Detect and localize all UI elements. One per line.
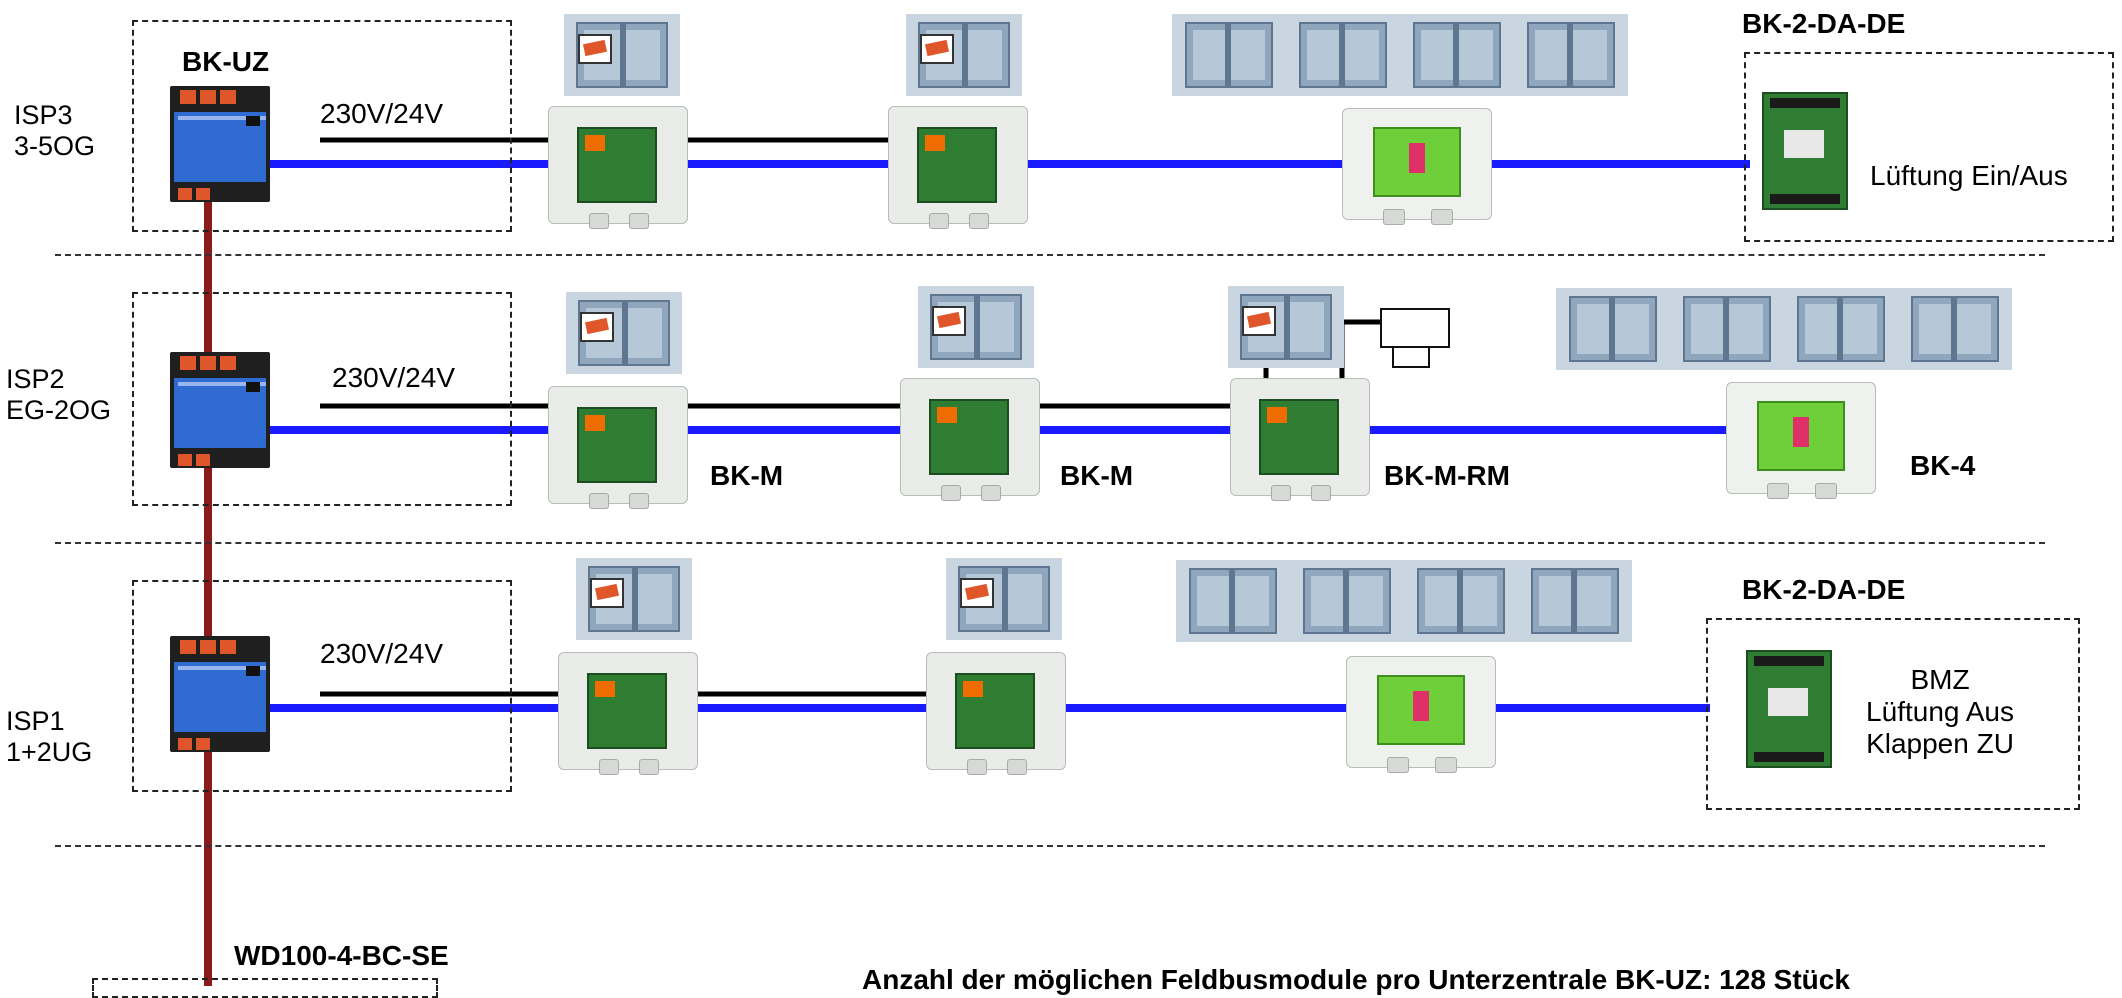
fire-damper-actuator xyxy=(564,14,680,96)
module-label-bk-m: BK-M xyxy=(1060,460,1134,491)
controller-bk-uz-isp2 xyxy=(170,352,270,468)
controller-box-isp2 xyxy=(132,292,512,506)
module-board-bk-2-da-de xyxy=(1762,92,1848,210)
fire-damper-actuator xyxy=(566,292,682,374)
fire-damper-actuator xyxy=(1228,286,1344,368)
floor-separator xyxy=(55,254,2045,256)
controller-label: BK-UZ xyxy=(182,46,270,77)
junction-box-bk-m xyxy=(900,378,1040,501)
central-unit-label: WD100-4-BC-SE xyxy=(234,940,449,971)
central-unit-box xyxy=(92,978,438,998)
voltage-label-isp2: 230V/24V xyxy=(332,362,455,393)
fire-damper-actuator xyxy=(946,558,1062,640)
fire-damper-actuator xyxy=(906,14,1022,96)
smoke-detector-icon xyxy=(1380,308,1450,348)
floor-name: ISP2 xyxy=(6,364,65,394)
fire-damper-actuator xyxy=(918,286,1034,368)
bmz-label: BMZ Lüftung Aus Klappen ZU xyxy=(1850,664,2030,761)
bmz-line: Klappen ZU xyxy=(1866,728,2014,760)
junction-box-bk-m xyxy=(558,652,698,775)
fire-damper-group xyxy=(1176,560,1632,642)
controller-bk-uz-isp1 xyxy=(170,636,270,752)
module-label-bk-2-da-de-bottom: BK-2-DA-DE xyxy=(1742,574,1906,605)
controller-box-isp3 xyxy=(132,20,512,232)
module-box-bottom xyxy=(1706,618,2080,810)
floor-separator xyxy=(55,542,2045,544)
junction-box-bk-m xyxy=(926,652,1066,775)
bmz-line: Lüftung Aus xyxy=(1866,696,2014,728)
junction-box-bk-m xyxy=(888,106,1028,229)
controller-bk-uz-isp3 xyxy=(170,86,270,202)
voltage-label-isp1: 230V/24V xyxy=(320,638,443,669)
floor-name: ISP1 xyxy=(6,706,65,736)
floor-label-isp3: ISP3 3-5OG xyxy=(14,100,95,162)
relay-box-bk-4 xyxy=(1346,656,1496,773)
module-label-bk-m-rm: BK-M-RM xyxy=(1384,460,1510,491)
floor-range: EG-2OG xyxy=(6,395,112,426)
module-label-bk-2-da-de-top: BK-2-DA-DE xyxy=(1742,8,1906,39)
floor-range: 3-5OG xyxy=(14,131,96,162)
junction-box-bk-m xyxy=(548,386,688,509)
floor-label-isp2: ISP2 EG-2OG xyxy=(6,364,111,426)
module-label-bk-4: BK-4 xyxy=(1910,450,1976,481)
fire-damper-group xyxy=(1172,14,1628,96)
controller-box-isp1 xyxy=(132,580,512,792)
relay-box-bk-4 xyxy=(1726,382,1876,499)
fire-damper-group xyxy=(1556,288,2012,370)
relay-box-bk-4 xyxy=(1342,108,1492,225)
module-board-bk-2-da-de xyxy=(1746,650,1832,768)
footer-note: Anzahl der möglichen Feldbusmodule pro U… xyxy=(862,964,1850,995)
module-label-bk-m: BK-M xyxy=(710,460,784,491)
floor-range: 1+2UG xyxy=(6,737,93,768)
bmz-line: BMZ xyxy=(1910,664,1970,695)
floor-separator xyxy=(55,845,2045,847)
floor-label-isp1: ISP1 1+2UG xyxy=(6,706,92,768)
voltage-label-isp3: 230V/24V xyxy=(320,98,443,129)
fire-damper-actuator xyxy=(576,558,692,640)
floor-name: ISP3 xyxy=(14,100,73,130)
junction-box-bk-m xyxy=(548,106,688,229)
smoke-detector-base xyxy=(1392,346,1430,368)
module-box-top xyxy=(1744,52,2114,242)
ventilation-on-off-label: Lüftung Ein/Aus xyxy=(1870,160,2068,191)
junction-box-bk-m-rm xyxy=(1230,378,1370,501)
